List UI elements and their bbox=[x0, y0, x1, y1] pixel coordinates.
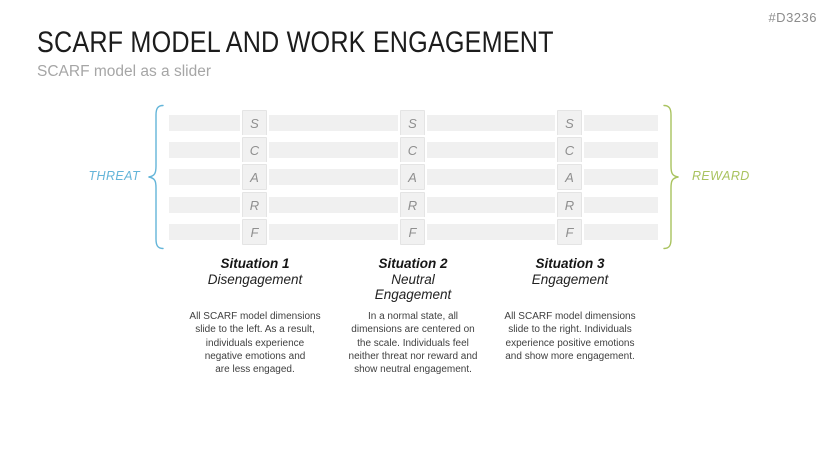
slider-handle-f-right[interactable]: F bbox=[557, 219, 582, 245]
slider-handle-s-center[interactable]: S bbox=[400, 110, 425, 136]
situation-2-description: In a normal state, all dimensions are ce… bbox=[348, 311, 478, 376]
page-title: SCARF MODEL AND WORK ENGAGEMENT bbox=[37, 26, 554, 59]
page-subtitle: SCARF model as a slider bbox=[37, 63, 212, 80]
left-brace-icon bbox=[148, 104, 164, 250]
slider-handle-r-center[interactable]: R bbox=[400, 192, 425, 218]
situation-3-title: Situation 3 bbox=[535, 256, 605, 271]
situation-1-state: Disengagement bbox=[207, 271, 303, 287]
slider-handle-a-left[interactable]: A bbox=[242, 164, 267, 190]
situation-2-state: Neutral Engagement bbox=[374, 271, 452, 303]
slider-handle-c-center[interactable]: C bbox=[400, 137, 425, 163]
situation-3-description: All SCARF model dimensions slide to the … bbox=[504, 311, 636, 362]
situation-1-title: Situation 1 bbox=[220, 256, 290, 271]
slider-handle-s-left[interactable]: S bbox=[242, 110, 267, 136]
slider-handle-c-left[interactable]: C bbox=[242, 137, 267, 163]
reward-label: REWARD bbox=[692, 169, 750, 183]
right-brace-icon bbox=[663, 104, 679, 250]
scarf-sliders: S C A R F S C A R F S C A R F bbox=[169, 105, 658, 250]
threat-label: THREAT bbox=[88, 169, 140, 183]
slider-handle-f-center[interactable]: F bbox=[400, 219, 425, 245]
situation-2-title: Situation 2 bbox=[378, 256, 448, 271]
slider-handle-r-left[interactable]: R bbox=[242, 192, 267, 218]
situation-card-2: Situation 2 Neutral Engagement In a norm… bbox=[333, 256, 493, 376]
situation-3-header: Situation 3 Engagement bbox=[490, 256, 650, 310]
slider-handle-f-left[interactable]: F bbox=[242, 219, 267, 245]
slide-id-tag: #D3236 bbox=[768, 10, 817, 25]
situation-card-1: Situation 1 Disengagement All SCARF mode… bbox=[175, 256, 335, 376]
situation-3-state: Engagement bbox=[531, 271, 609, 287]
situation-1-header: Situation 1 Disengagement bbox=[175, 256, 335, 310]
slider-handle-r-right[interactable]: R bbox=[557, 192, 582, 218]
situation-1-description: All SCARF model dimensions slide to the … bbox=[189, 311, 321, 376]
slider-handle-a-center[interactable]: A bbox=[400, 164, 425, 190]
slider-handle-s-right[interactable]: S bbox=[557, 110, 582, 136]
situation-card-3: Situation 3 Engagement All SCARF model d… bbox=[490, 256, 650, 363]
slider-handle-a-right[interactable]: A bbox=[557, 164, 582, 190]
situation-2-header: Situation 2 Neutral Engagement bbox=[333, 256, 493, 310]
slider-handle-c-right[interactable]: C bbox=[557, 137, 582, 163]
